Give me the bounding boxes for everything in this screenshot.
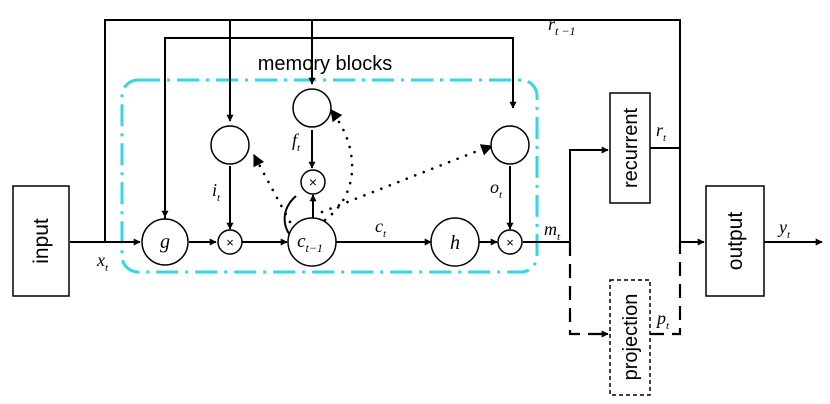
f-label: ft: [292, 130, 301, 154]
x-label: xt: [96, 250, 109, 274]
input-mult-label: ×: [226, 235, 234, 250]
m-to-projection-wire: [568, 242, 604, 336]
memory-block-frame: [120, 78, 539, 274]
peephole-forget: [323, 110, 354, 222]
recurrent-box: [609, 92, 651, 204]
feedback-wire-inner: [164, 37, 517, 242]
i-label: it: [212, 180, 221, 204]
g-label: g: [160, 231, 170, 253]
y-label: yt: [777, 217, 791, 241]
p-label: pt: [655, 308, 670, 332]
output-mult-label: ×: [506, 235, 514, 250]
o-label: ot: [490, 177, 503, 201]
projection-box: [609, 279, 651, 396]
h-node: [430, 217, 480, 267]
r-label: rt: [656, 120, 667, 144]
peephole-output: [320, 148, 482, 214]
cell-node: [287, 217, 337, 267]
peephole-input-head: [253, 153, 265, 168]
memory-blocks-label: memory blocks: [258, 53, 392, 75]
output-gate-node: [490, 125, 530, 165]
recurrent-out-wire: [650, 147, 705, 246]
g-node: [141, 218, 189, 266]
input-box: [12, 185, 70, 297]
r-prev-label: rt −1: [548, 14, 575, 38]
forget-mult-label: ×: [309, 174, 317, 190]
cell-label: ct−1: [297, 231, 323, 255]
c-label: ct: [375, 216, 387, 240]
output-box: [705, 185, 765, 297]
projection-out-wire: [650, 242, 682, 336]
output-label: output: [724, 212, 747, 271]
forget-gate-node: [292, 88, 332, 128]
m-label: mt: [544, 219, 561, 243]
peephole-input: [253, 155, 292, 224]
recurrent-label: recurrent: [620, 108, 642, 188]
h-label: h: [450, 232, 460, 254]
input-mult-node: [217, 229, 243, 255]
input-label: input: [30, 218, 53, 264]
m-to-recurrent-wire: [569, 146, 609, 242]
input-gate-node: [210, 125, 250, 165]
projection-label: projection: [620, 294, 642, 381]
forget-mult-node: [300, 169, 326, 195]
output-mult-node: [497, 229, 523, 255]
feedback-wire-outer: [104, 19, 681, 242]
